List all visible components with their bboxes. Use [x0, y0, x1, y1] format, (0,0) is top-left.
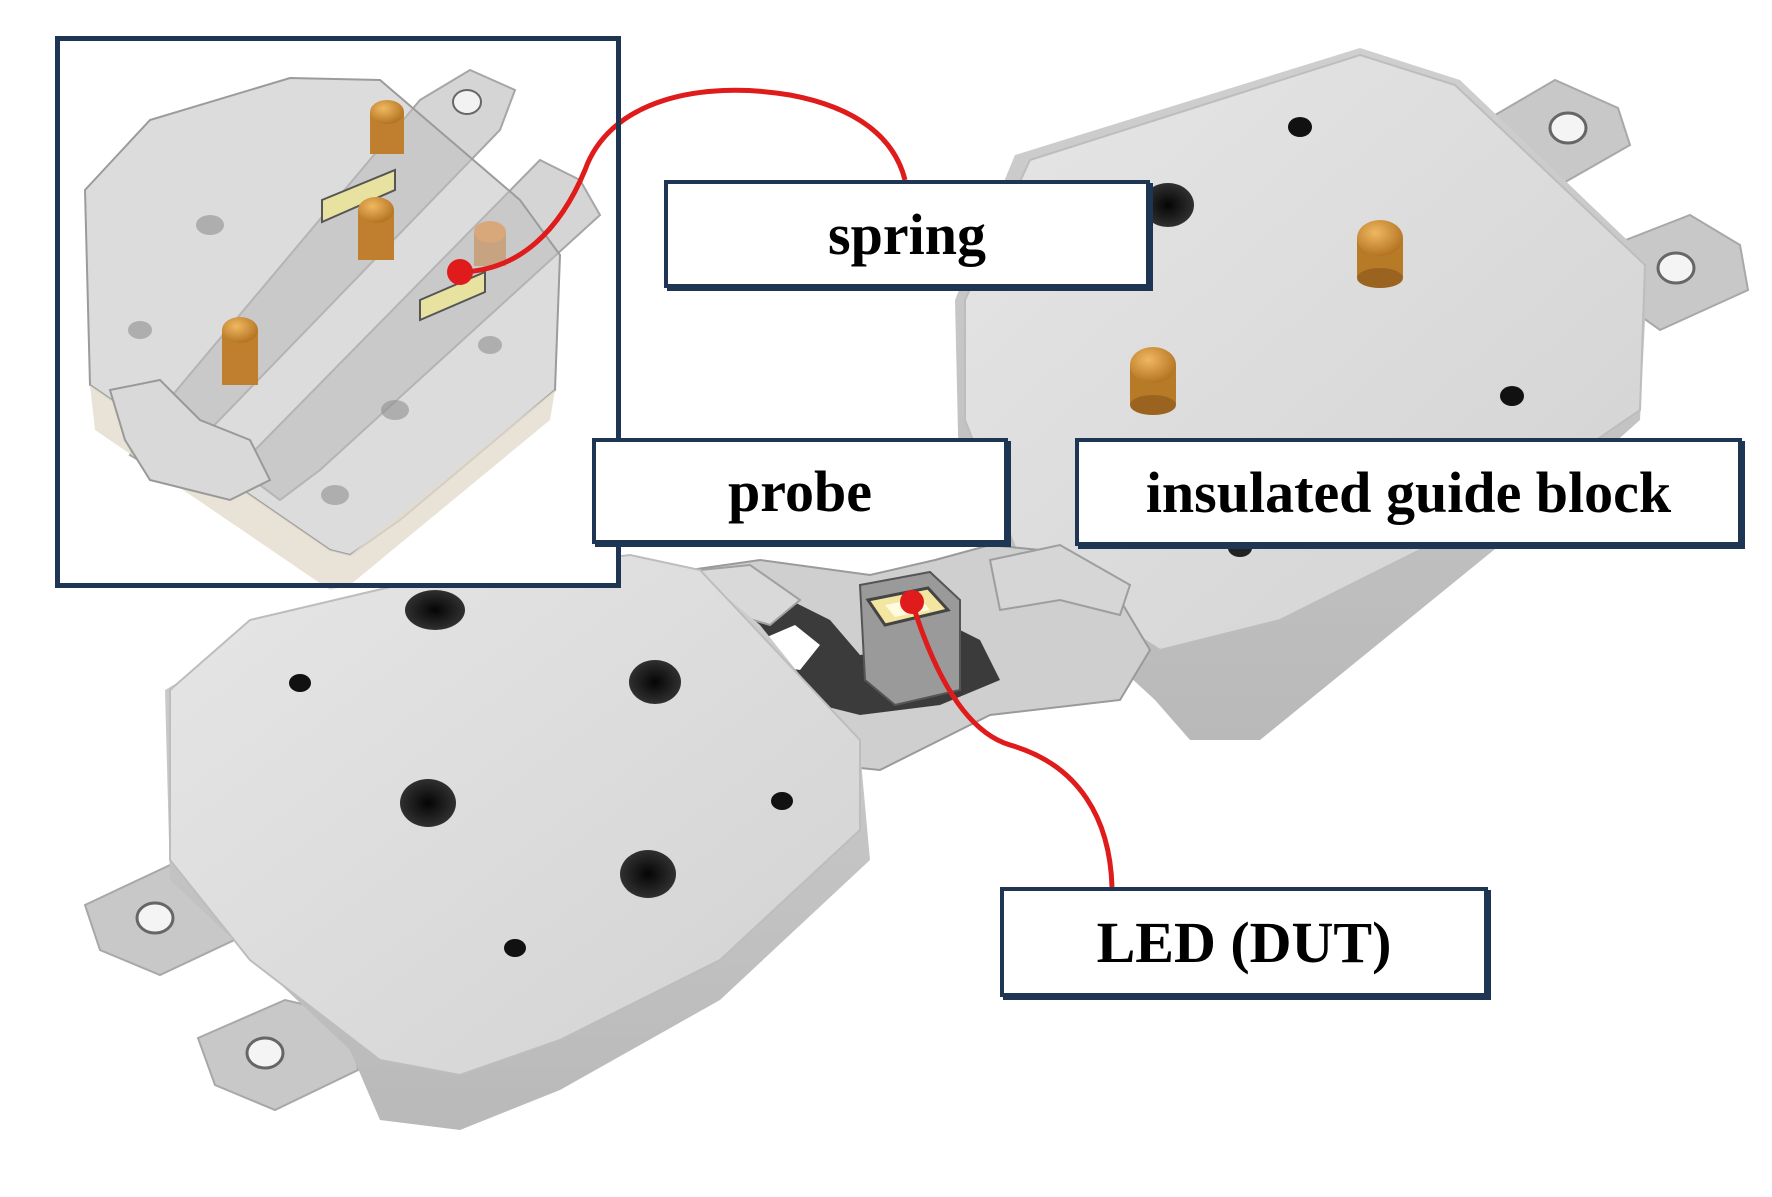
right-probe-pin-2: [1130, 347, 1176, 415]
left-hole-6: [504, 939, 526, 957]
right-hole-small-1: [1288, 117, 1312, 137]
insulated-guide-block-label: insulated guide block: [1075, 438, 1742, 546]
inset-frame: [55, 36, 621, 588]
inset-pin-3: [474, 221, 506, 266]
spring-leader-line: [461, 87, 908, 275]
right-hole-large: [1142, 183, 1194, 227]
spring-leader-dot: [447, 259, 473, 285]
right-probe-pin-1: [1357, 220, 1403, 288]
spring-label: spring: [664, 180, 1150, 288]
left-mounting-tab-lower: [196, 998, 360, 1112]
left-hole-5: [620, 850, 676, 898]
left-hole-4: [771, 792, 793, 810]
left-fixture-block: [83, 553, 870, 1130]
left-hole-3: [400, 779, 456, 827]
inset-pin-4: [222, 317, 258, 385]
inset-pin-1: [370, 100, 404, 154]
right-hole-small-2: [1500, 386, 1524, 406]
led-dut-label: LED (DUT): [1000, 887, 1488, 997]
left-hole-top: [405, 590, 465, 630]
left-hole-1: [289, 674, 311, 692]
left-hole-2: [629, 660, 681, 704]
led-leader-line: [909, 601, 1115, 888]
inset-transparent-view: [58, 39, 618, 590]
probe-label: probe: [592, 438, 1008, 544]
inset-pin-2: [358, 197, 394, 260]
led-leader-dot: [900, 590, 924, 614]
